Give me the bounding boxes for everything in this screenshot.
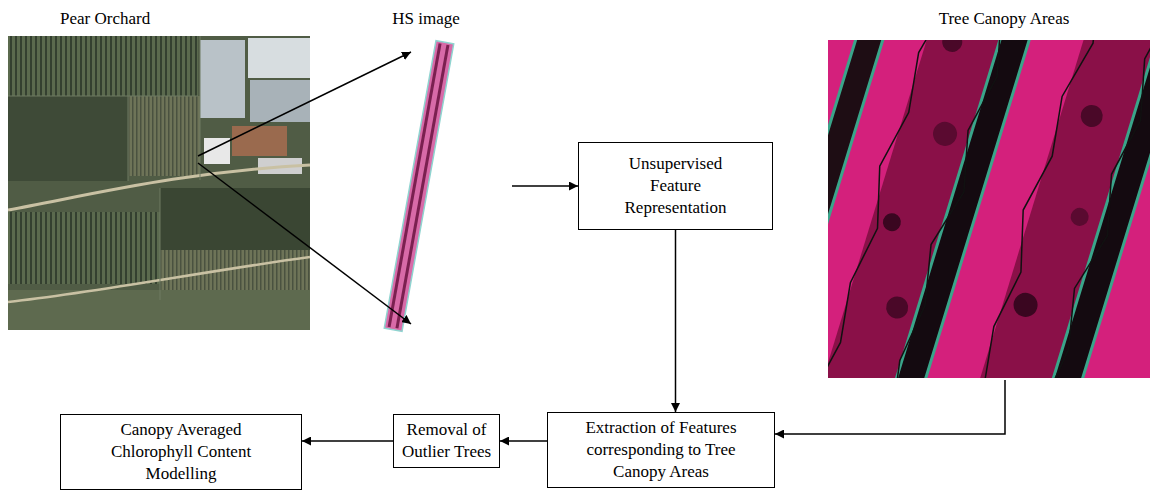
road [8, 257, 310, 302]
shadow-band [990, 40, 1150, 378]
process-box: Unsupervised Feature Representation [578, 142, 773, 230]
box-label: Canopy Averaged Chlorophyll Content Mode… [102, 419, 260, 485]
greenhouse [200, 40, 245, 118]
strip-row [395, 45, 449, 329]
flow-arrow [775, 380, 1005, 434]
hs-image-node: HS image [380, 6, 472, 336]
process-box: Removal of Outlier Trees [393, 414, 500, 468]
flow-arrow [500, 440, 547, 442]
flow-arrow [512, 185, 578, 187]
canopy-blotch [1078, 102, 1105, 129]
greenhouse [248, 38, 310, 78]
box-label: Removal of Outlier Trees [400, 419, 493, 463]
farm-building [232, 126, 287, 156]
field-ground [8, 36, 310, 330]
orchard-satellite-image [8, 36, 310, 330]
road [8, 165, 310, 210]
canopy-blotch [881, 211, 903, 233]
tree-canopy-image [828, 40, 1150, 378]
field-boundary [8, 36, 200, 300]
orchard-field [8, 36, 198, 96]
flow-arrow [198, 52, 411, 156]
image-title: HS image [380, 8, 472, 30]
process-box: Canopy Averaged Chlorophyll Content Mode… [60, 414, 302, 490]
canopy-image-node: Tree Canopy Areas [828, 6, 1150, 380]
strip-body [384, 41, 453, 332]
orchard-field [8, 96, 128, 181]
canopy-contour [828, 40, 985, 378]
flow-arrow [198, 163, 411, 324]
box-label: Extraction of Features corresponding to … [577, 417, 745, 483]
canopy-blotch [1011, 290, 1041, 320]
canopy-contour [930, 40, 1128, 378]
image-title: Tree Canopy Areas [858, 8, 1150, 30]
canopy-blotch [883, 294, 910, 321]
canopy-blotch [1068, 206, 1090, 228]
box-label: Unsupervised Feature Representation [619, 153, 732, 219]
canopy-contour [998, 40, 1150, 378]
orchard-image-node: Pear Orchard [8, 6, 310, 332]
hyperspectral-strip [384, 41, 453, 332]
orchard-field [8, 212, 160, 284]
tree-row [915, 40, 1150, 378]
image-title: Pear Orchard [60, 8, 310, 30]
orchard-field [160, 188, 310, 250]
canopy-blotch [940, 40, 965, 54]
flow-arrow [675, 230, 677, 412]
process-box: Extraction of Features corresponding to … [547, 412, 775, 488]
orchard-field [128, 96, 200, 176]
flow-arrow [302, 440, 393, 442]
canopy-blotch [930, 119, 960, 149]
strip-row [388, 43, 442, 327]
